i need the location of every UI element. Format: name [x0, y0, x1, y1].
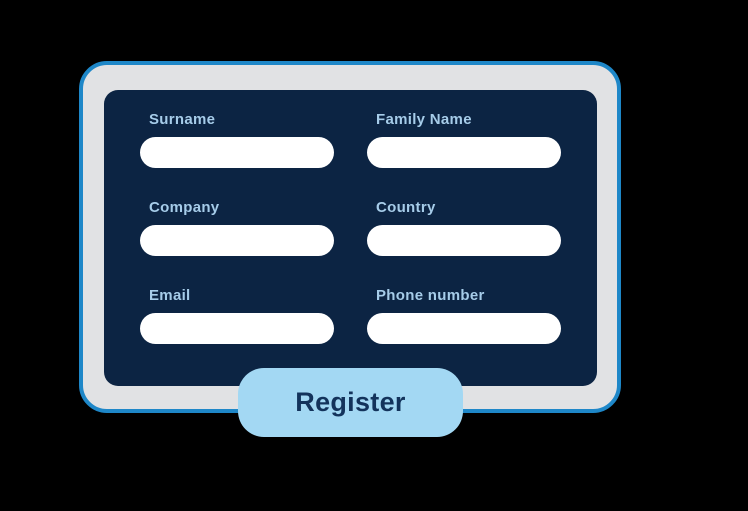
field-company: Company: [140, 200, 334, 256]
country-input[interactable]: [367, 225, 561, 256]
phone-number-label: Phone number: [376, 287, 485, 304]
family-name-input[interactable]: [367, 137, 561, 168]
email-label: Email: [149, 287, 191, 304]
surname-label: Surname: [149, 111, 216, 128]
country-label: Country: [376, 199, 436, 216]
register-button[interactable]: Register: [238, 368, 463, 437]
registration-form-panel: Surname Family Name Company Country Emai…: [104, 90, 597, 386]
company-input[interactable]: [140, 225, 334, 256]
fields-grid: Surname Family Name Company Country Emai…: [140, 112, 561, 344]
phone-number-input[interactable]: [367, 313, 561, 344]
field-phone-number: Phone number: [367, 288, 561, 344]
email-input[interactable]: [140, 313, 334, 344]
field-country: Country: [367, 200, 561, 256]
family-name-label: Family Name: [376, 111, 472, 128]
field-surname: Surname: [140, 112, 334, 168]
field-family-name: Family Name: [367, 112, 561, 168]
surname-input[interactable]: [140, 137, 334, 168]
company-label: Company: [149, 199, 220, 216]
field-email: Email: [140, 288, 334, 344]
